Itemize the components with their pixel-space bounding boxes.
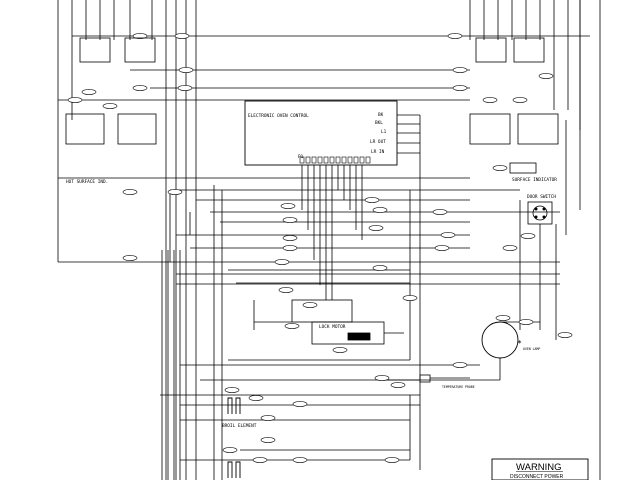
wire-tag [512,97,528,103]
connector-pin [323,156,329,164]
connector-pin [329,156,335,164]
warning-box: WARNING DISCONNECT POWER [491,458,589,480]
terminal-lr-in: LR IN [371,149,385,155]
wire-tag [440,232,456,238]
wire-tag [177,85,193,91]
temperature-probe-label: TEMPERATURE PROBE [442,385,475,389]
wire-tag [252,457,268,463]
wire-tag [364,197,380,203]
wire-tag [492,165,508,171]
wire-tag [260,437,276,443]
broil-element [227,397,241,478]
door-switch: DOOR SWITCH [527,194,556,225]
wire-tag [557,332,573,338]
wire-tag [292,401,308,407]
broil-element-label: BROIL ELEMENT [222,423,257,429]
wire-tag [452,67,468,73]
connector-pin [353,156,359,164]
door-switch-label: DOOR SWITCH [527,194,556,200]
wire-tag [282,235,298,241]
wire-tag [520,233,536,239]
connector-pin [317,156,323,164]
wire-tag [67,97,83,103]
wire-tag [452,362,468,368]
terminal-bk: BK [378,112,384,118]
wire-tag [384,457,400,463]
wire-tag [432,209,448,215]
connector-pin [341,156,347,164]
wire-tag [538,73,554,79]
wire-tag [81,89,97,95]
control-title: ELECTRONIC OVEN CONTROL [248,113,309,119]
wire-tag [292,457,308,463]
wire-tag [482,97,498,103]
warning-title: WARNING [516,462,562,473]
terminal-lr-out: LR OUT [370,139,386,145]
wire-tag [248,395,264,401]
wire-tag [102,103,118,109]
wire-tag [390,382,406,388]
right-surface-switches [469,37,559,174]
wire-tag [224,387,240,393]
wire-tag [260,415,276,421]
lock-motor [291,299,385,345]
lock-motor-label: LOCK MOTOR [319,324,346,330]
connector-pin [311,156,317,164]
wire-tag [122,255,138,261]
connector-pin [299,156,305,164]
wire-tag [167,189,183,195]
wire-tag [332,347,348,353]
wire-tag [132,85,148,91]
connector-pin [305,156,311,164]
connector-pin [365,156,371,164]
wire-tag [302,302,318,308]
wire-tag [274,259,290,265]
wire-tag [280,203,296,209]
wire-tag [278,287,294,293]
terminal-l1: L1 [381,129,387,135]
electronic-oven-control: ELECTRONIC OVEN CONTROL BK BKL L1 LR OUT… [244,100,398,166]
wire-tag [284,323,300,329]
wire-tag [132,33,148,39]
temperature-probe [419,374,470,383]
oven-lamp: * [481,321,522,359]
wire-tag [174,33,190,39]
control-connector-pins [299,156,371,164]
wire-tag [402,295,418,301]
oven-lamp-label: OVEN LAMP [523,347,540,351]
wire-tag [178,67,194,73]
wire-tag [122,189,138,195]
terminal-bkl: BKL [375,120,383,126]
wire-tag [368,225,384,231]
wire-tag [372,265,388,271]
wire-tag [502,245,518,251]
connector-pin [335,156,341,164]
warning-subtitle: DISCONNECT POWER [510,474,564,480]
wire-tag [222,447,238,453]
wires [57,0,601,480]
wire-tag [452,85,468,91]
connector-pin [347,156,353,164]
wire-tag [434,245,450,251]
hot-surface-label: HOT SURFACE IND. [66,179,108,185]
svg-text:*: * [517,339,522,348]
wire-tag [518,319,534,325]
connector-pin [359,156,365,164]
left-surface-switches [65,37,157,145]
wire-tag [495,315,511,321]
surface-indicator-label: SURFACE INDICATOR [512,177,557,183]
wire-tags [67,33,573,463]
wire-tag [372,207,388,213]
wire-tag [282,245,298,251]
wire-tag [282,217,298,223]
wire-tag [374,375,390,381]
wire-tag [447,33,463,39]
